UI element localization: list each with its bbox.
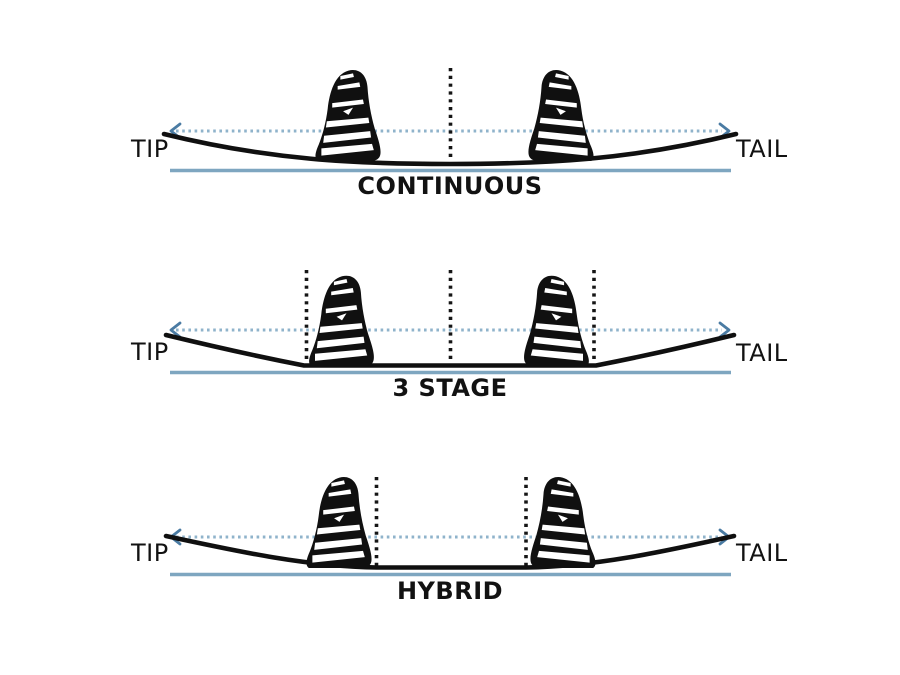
binding-boot-icon (524, 275, 589, 367)
board-profile-hybrid (163, 533, 737, 570)
binding-boot-icon (315, 70, 381, 161)
tail-label: TAIL (736, 339, 788, 367)
binding-boot-icon (530, 477, 596, 568)
length-arrow-icon (169, 321, 731, 339)
length-arrow-icon (169, 528, 731, 546)
tail-label: TAIL (736, 539, 788, 567)
three-stage-row-graphic (163, 270, 737, 375)
binding-boot-icon (306, 477, 372, 568)
arrowhead-right-icon (718, 321, 731, 339)
hybrid-row-graphic (163, 477, 737, 577)
arrowhead-left-icon (169, 321, 182, 339)
row-title-hybrid: HYBRID (396, 577, 504, 605)
tip-label: TIP (131, 135, 169, 163)
binding-boot-icon (528, 70, 594, 161)
tip-label: TIP (131, 338, 169, 366)
row-title-three-stage: 3 STAGE (392, 374, 508, 402)
row-title-continuous: CONTINUOUS (357, 172, 543, 200)
continuous-row-graphic (161, 68, 739, 173)
tail-label: TAIL (736, 135, 788, 163)
board-profile-three-stage (163, 332, 737, 368)
tip-label: TIP (131, 539, 169, 567)
binding-boot-icon (309, 275, 374, 367)
board-profile-continuous (161, 131, 739, 167)
